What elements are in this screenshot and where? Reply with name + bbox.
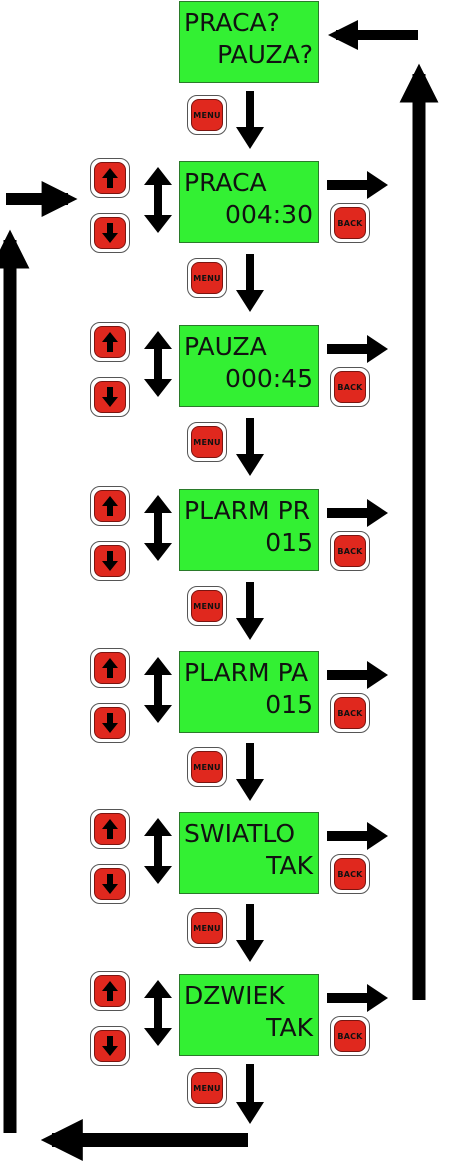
arrow-down-icon bbox=[102, 223, 118, 243]
back-button-label: BACK bbox=[337, 218, 363, 228]
menu-button[interactable]: MENU bbox=[187, 908, 227, 948]
down-flow-arrow bbox=[236, 91, 264, 149]
back-button-label: BACK bbox=[337, 546, 363, 556]
adjust-double-arrow bbox=[144, 331, 172, 397]
menu-button-label: MENU bbox=[193, 437, 221, 447]
setting-display: PRACA 004:30 bbox=[179, 161, 319, 243]
display-line-1: DZWIEK bbox=[184, 981, 285, 1010]
menu-button-label: MENU bbox=[193, 110, 221, 120]
down-flow-arrow bbox=[236, 904, 264, 962]
exit-right-arrow bbox=[327, 822, 388, 850]
down-button[interactable] bbox=[90, 864, 130, 904]
adjust-double-arrow bbox=[144, 980, 172, 1046]
setting-display: PLARM PR 015 bbox=[179, 489, 319, 571]
back-button-label: BACK bbox=[337, 708, 363, 718]
display-line-2: TAK bbox=[266, 851, 313, 880]
display-line-1: PLARM PA bbox=[184, 658, 309, 687]
arrow-down-icon bbox=[102, 1036, 118, 1056]
exit-right-arrow bbox=[327, 661, 388, 689]
menu-button[interactable]: MENU bbox=[187, 586, 227, 626]
menu-button-label: MENU bbox=[193, 1083, 221, 1093]
up-button[interactable] bbox=[90, 486, 130, 526]
menu-button[interactable]: MENU bbox=[187, 747, 227, 787]
start-display: PRACA? PAUZA? bbox=[179, 1, 319, 83]
arrow-down-icon bbox=[102, 874, 118, 894]
adjust-double-arrow bbox=[144, 167, 172, 233]
adjust-double-arrow bbox=[144, 657, 172, 723]
menu-button-label: MENU bbox=[193, 273, 221, 283]
display-line-2: 015 bbox=[265, 528, 313, 557]
arrow-up-icon bbox=[102, 981, 118, 1001]
back-button-label: BACK bbox=[337, 1031, 363, 1041]
arrow-up-icon bbox=[102, 496, 118, 516]
menu-button-label: MENU bbox=[193, 762, 221, 772]
down-flow-arrow bbox=[236, 1064, 264, 1124]
down-button[interactable] bbox=[90, 703, 130, 743]
down-button[interactable] bbox=[90, 1026, 130, 1066]
back-button-label: BACK bbox=[337, 382, 363, 392]
menu-button-label: MENU bbox=[193, 601, 221, 611]
display-line-2: TAK bbox=[266, 1013, 313, 1042]
display-line-2: 004:30 bbox=[225, 200, 313, 229]
start-line-2: PAUZA? bbox=[217, 40, 313, 69]
back-button[interactable]: BACK bbox=[330, 693, 370, 733]
back-button[interactable]: BACK bbox=[330, 531, 370, 571]
display-line-2: 015 bbox=[265, 690, 313, 719]
adjust-double-arrow bbox=[144, 495, 172, 561]
setting-display: SWIATLO TAK bbox=[179, 812, 319, 894]
setting-display: DZWIEK TAK bbox=[179, 974, 319, 1056]
up-button[interactable] bbox=[90, 809, 130, 849]
menu-button[interactable]: MENU bbox=[187, 95, 227, 135]
down-button[interactable] bbox=[90, 213, 130, 253]
arrow-up-icon bbox=[102, 819, 118, 839]
adjust-double-arrow bbox=[144, 818, 172, 884]
exit-right-arrow bbox=[327, 984, 388, 1012]
menu-button[interactable]: MENU bbox=[187, 1068, 227, 1108]
display-line-1: PRACA bbox=[184, 168, 267, 197]
back-button-label: BACK bbox=[337, 869, 363, 879]
exit-right-arrow bbox=[327, 499, 388, 527]
down-flow-arrow bbox=[236, 254, 264, 312]
back-button[interactable]: BACK bbox=[330, 367, 370, 407]
menu-button[interactable]: MENU bbox=[187, 422, 227, 462]
display-line-1: PAUZA bbox=[184, 332, 267, 361]
down-flow-arrow bbox=[236, 418, 264, 476]
up-button[interactable] bbox=[90, 648, 130, 688]
display-line-2: 000:45 bbox=[225, 364, 313, 393]
down-flow-arrow bbox=[236, 743, 264, 801]
down-button[interactable] bbox=[90, 377, 130, 417]
setting-display: PLARM PA 015 bbox=[179, 651, 319, 733]
exit-right-arrow bbox=[327, 335, 388, 363]
arrow-up-icon bbox=[102, 658, 118, 678]
arrow-down-icon bbox=[102, 551, 118, 571]
up-button[interactable] bbox=[90, 322, 130, 362]
up-button[interactable] bbox=[90, 971, 130, 1011]
back-button[interactable]: BACK bbox=[330, 203, 370, 243]
menu-button[interactable]: MENU bbox=[187, 258, 227, 298]
arrow-up-icon bbox=[102, 332, 118, 352]
exit-right-arrow bbox=[327, 171, 388, 199]
back-button[interactable]: BACK bbox=[330, 854, 370, 894]
display-line-1: PLARM PR bbox=[184, 496, 311, 525]
arrow-down-icon bbox=[102, 387, 118, 407]
start-line-1: PRACA? bbox=[184, 8, 280, 37]
back-button[interactable]: BACK bbox=[330, 1016, 370, 1056]
down-flow-arrow bbox=[236, 582, 264, 640]
setting-display: PAUZA 000:45 bbox=[179, 325, 319, 407]
arrow-up-icon bbox=[102, 168, 118, 188]
menu-button-label: MENU bbox=[193, 923, 221, 933]
down-button[interactable] bbox=[90, 541, 130, 581]
up-button[interactable] bbox=[90, 158, 130, 198]
display-line-1: SWIATLO bbox=[184, 819, 296, 848]
arrow-down-icon bbox=[102, 713, 118, 733]
